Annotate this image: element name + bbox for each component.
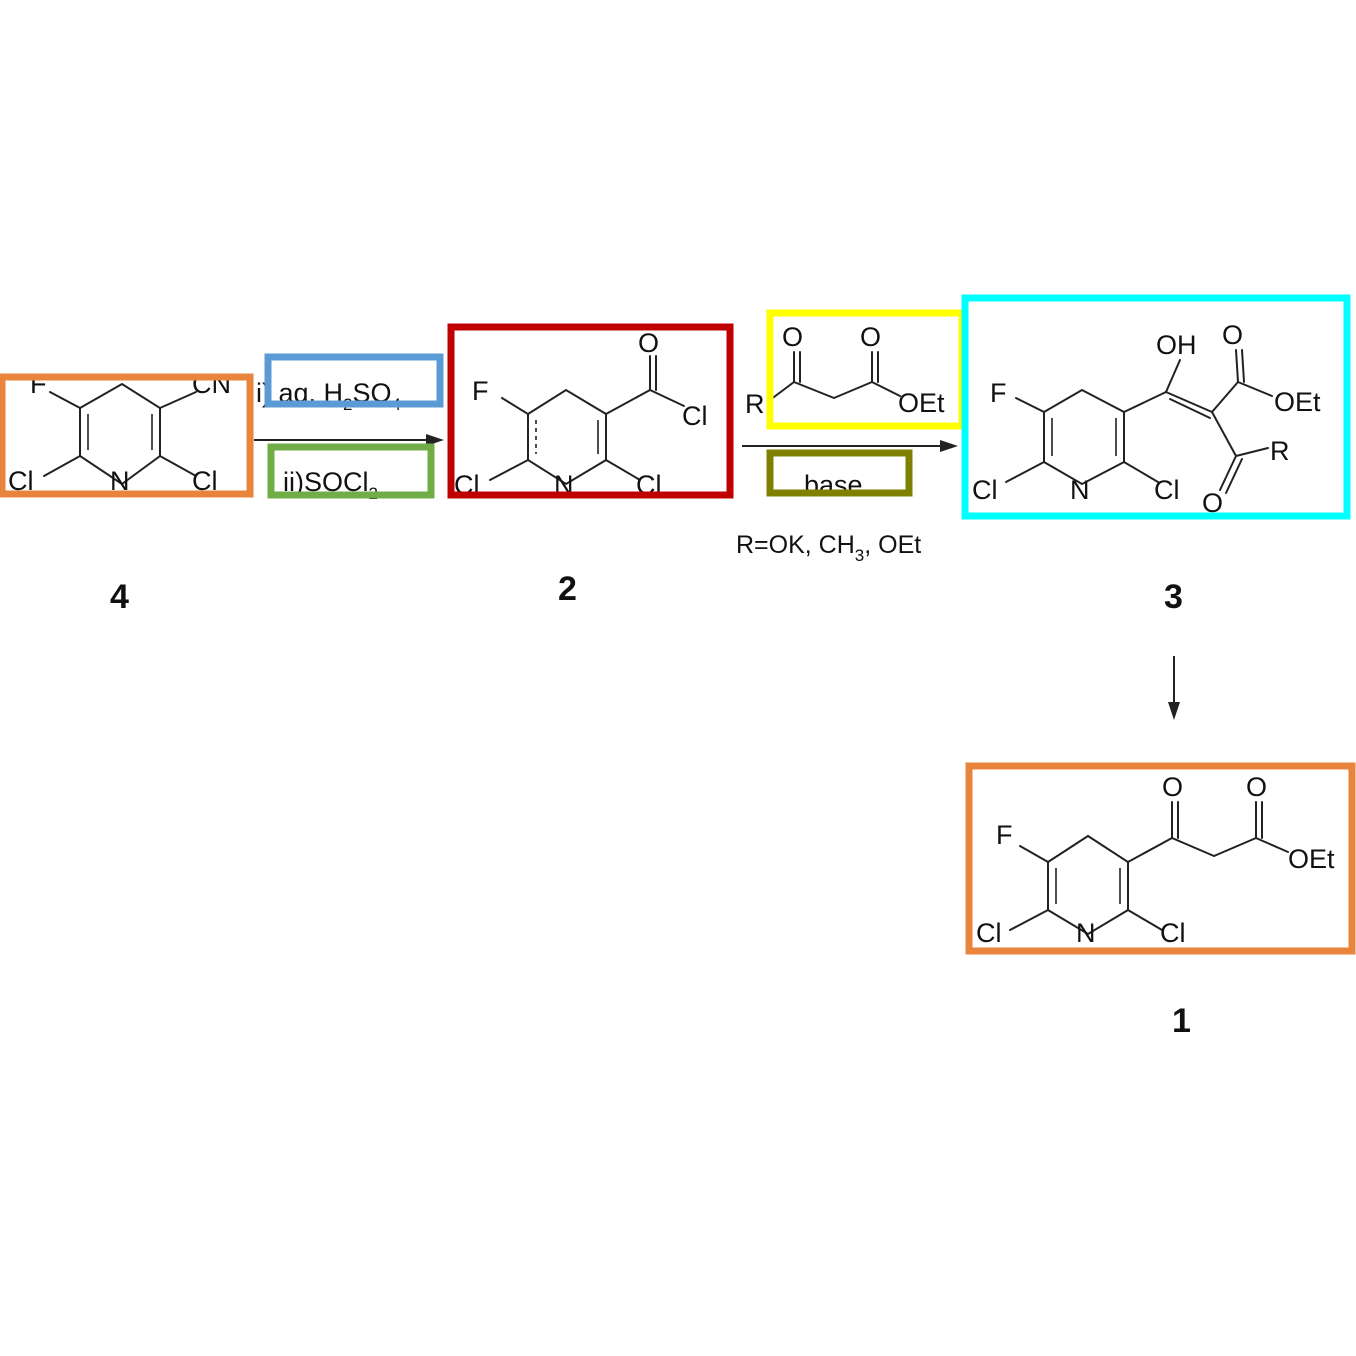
step-1-reagent-1: i) aq. H2SO4 <box>256 378 401 414</box>
compound-3-o-ester-atom: O <box>1222 320 1243 350</box>
highlight-box-reagent-socl2 <box>267 443 435 499</box>
compound-2-o-atom: O <box>638 328 659 358</box>
highlight-box-compound-1 <box>965 762 1356 955</box>
compound-3-o-ketone-atom: O <box>1202 488 1223 518</box>
compound-3-f-atom: F <box>990 378 1007 408</box>
highlight-box-reagent-h2so4 <box>264 353 444 408</box>
compound-1-o1-atom: O <box>1162 772 1183 802</box>
compound-4-n-atom: N <box>110 466 130 496</box>
compound-2: F O Cl Cl N Cl 2 <box>454 328 708 608</box>
reaction-arrow-2-head <box>940 440 958 452</box>
compound-3-cl-right-atom: Cl <box>1154 475 1180 505</box>
compound-3-n-atom: N <box>1070 475 1090 505</box>
compound-2-f-atom: F <box>472 376 489 406</box>
step-2-reagent-r: R <box>745 389 765 419</box>
highlight-box-compound-4 <box>0 373 254 498</box>
step-2-r-definition: R=OK, CH3, OEt <box>736 531 921 565</box>
step-2-reagent-o1: O <box>782 322 803 352</box>
highlight-box-compound-2 <box>447 323 734 499</box>
step-2-reagent-o2: O <box>860 322 881 352</box>
compound-1-n-atom: N <box>1076 918 1096 948</box>
compound-1-cl-left-atom: Cl <box>976 918 1002 948</box>
compound-3-cl-left-atom: Cl <box>972 475 998 505</box>
compound-2-cl-acyl-atom: Cl <box>682 401 708 431</box>
highlight-box-compound-3 <box>961 294 1351 520</box>
step-2-reagent-oet: OEt <box>898 388 945 418</box>
compound-1-f-atom: F <box>996 820 1013 850</box>
step-3 <box>1168 656 1180 720</box>
reaction-arrow-1-head <box>426 434 444 446</box>
compound-2-number: 2 <box>558 570 577 608</box>
compound-3-oh-group: OH <box>1156 330 1197 360</box>
step-1: i) aq. H2SO4 ii)SOCl2 <box>254 378 444 503</box>
compound-3-r-group: R <box>1270 436 1290 466</box>
compound-1-oet-group: OEt <box>1288 844 1335 874</box>
compound-1-o2-atom: O <box>1246 772 1267 802</box>
compound-3: F OH O OEt R O Cl N Cl 3 <box>972 320 1321 616</box>
highlight-box-base <box>766 449 913 497</box>
compound-3-number: 3 <box>1164 578 1183 616</box>
highlight-boxes <box>0 294 1356 955</box>
reaction-arrow-3-head <box>1168 702 1180 720</box>
compound-1: F O O OEt Cl N Cl 1 <box>976 772 1335 1040</box>
compound-1-number: 1 <box>1172 1002 1191 1040</box>
compound-4-number: 4 <box>110 578 129 616</box>
compound-3-oet-group: OEt <box>1274 387 1321 417</box>
compound-1-cl-right-atom: Cl <box>1160 918 1186 948</box>
